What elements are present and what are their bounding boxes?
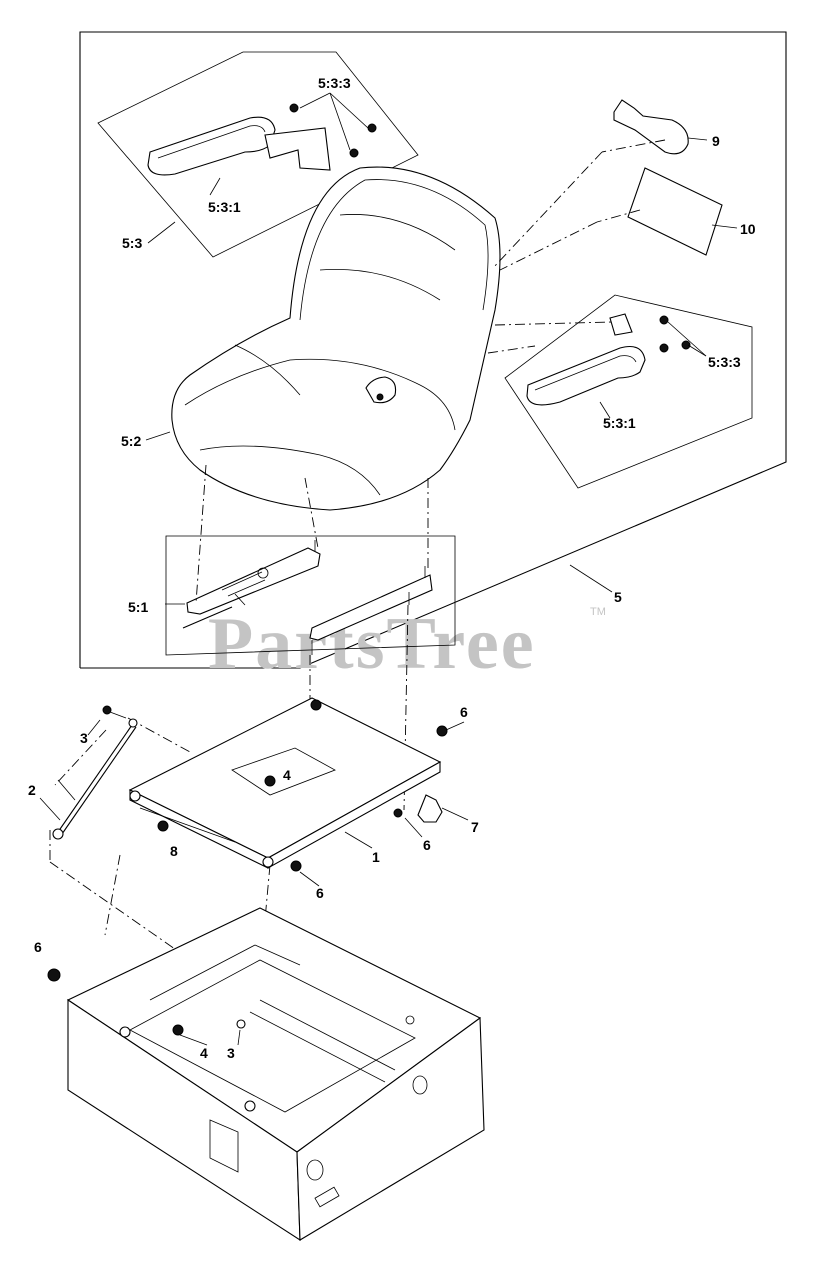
leader-lines (57, 221, 613, 1046)
adjuster-rod (39, 705, 138, 840)
callout-5-3-1-right: 5:3:1 (603, 415, 636, 431)
callout-10: 10 (740, 221, 756, 237)
left-armrest-group (97, 51, 419, 258)
left-armrest-bracket (264, 127, 331, 171)
callout-6-top: 6 (460, 704, 468, 720)
seat-mounting-plate (128, 697, 469, 872)
callout-3-bottom: 3 (227, 1045, 235, 1061)
seat-assembly-frame (79, 31, 787, 669)
right-seat-rail (309, 574, 433, 641)
owners-manual-key (613, 99, 689, 155)
left-seat-rail (186, 547, 321, 615)
seat-rails-group (165, 535, 456, 656)
callout-5-3-3-top: 5:3:3 (318, 75, 351, 91)
callout-5-3: 5:3 (122, 235, 142, 251)
decal-card (627, 167, 723, 256)
callout-5-3-3-right: 5:3:3 (708, 354, 741, 370)
callout-4-top: 4 (283, 767, 291, 783)
callout-6-mid: 6 (423, 837, 431, 853)
callout-6-bottom: 6 (316, 885, 324, 901)
callout-5-2: 5:2 (121, 433, 141, 449)
left-armrest-pad (147, 116, 276, 176)
callout-6-left: 6 (34, 939, 42, 955)
seat-switch-boss (365, 376, 397, 404)
callout-4-bottom: 4 (200, 1045, 208, 1061)
left-hardware-nut-3 (349, 148, 359, 158)
callout-5: 5 (614, 589, 622, 605)
callout-2: 2 (28, 782, 36, 798)
watermark-trademark: TM (590, 606, 606, 618)
seat-cushion (171, 166, 501, 511)
callout-5-3-1-left: 5:3:1 (208, 199, 241, 215)
callout-3-top: 3 (80, 730, 88, 746)
callout-5-1: 5:1 (128, 599, 148, 615)
callout-7: 7 (471, 819, 479, 835)
callout-8: 8 (170, 843, 178, 859)
lower-chassis-frame (47, 907, 485, 1242)
right-armrest-pad (526, 345, 646, 406)
right-armrest-bracket (609, 313, 633, 336)
left-hardware-nut-2 (367, 123, 377, 133)
manual-and-decal (492, 99, 738, 271)
callout-labels: 5:3:3 5:3:1 5:3 9 10 5:3:3 5:3:1 5:2 5:1… (28, 75, 756, 1061)
callout-9: 9 (712, 133, 720, 149)
left-hardware-nut-1 (289, 103, 299, 113)
callout-1: 1 (372, 849, 380, 865)
right-armrest-group (487, 294, 753, 489)
